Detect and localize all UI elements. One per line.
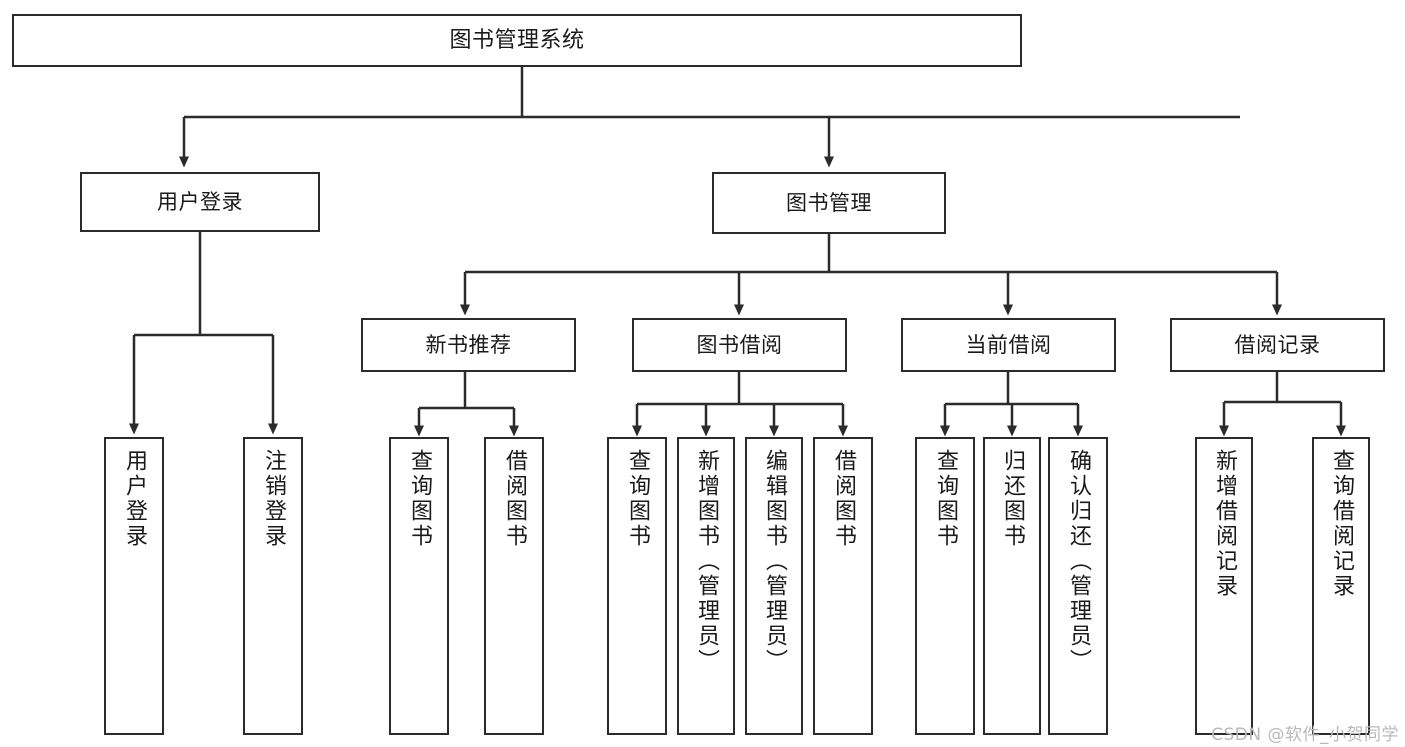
node-label: 编辑图书（管理员）: [761, 449, 787, 674]
leaf-borrow-book-lend[interactable]: 借阅图书: [813, 437, 873, 735]
leaf-borrow-record-query[interactable]: 查询借阅记录: [1312, 437, 1370, 735]
node-label: 查询图书: [406, 449, 432, 549]
node-label: 用户登录: [157, 189, 243, 214]
leaf-user-login-signin[interactable]: 用户登录: [104, 437, 164, 735]
node-label: 图书管理系统: [449, 27, 585, 53]
leaf-user-login-signout[interactable]: 注销登录: [243, 437, 303, 735]
node-book-management[interactable]: 图书管理: [712, 172, 946, 234]
node-label: 确认归还（管理员）: [1065, 449, 1091, 674]
node-label: 查询借阅记录: [1328, 449, 1354, 599]
node-label: 归还图书: [999, 449, 1025, 549]
node-borrow-record[interactable]: 借阅记录: [1170, 318, 1385, 372]
node-user-login[interactable]: 用户登录: [80, 172, 320, 232]
node-label: 当前借阅: [965, 332, 1052, 357]
node-label: 图书借阅: [696, 332, 783, 357]
node-label: 新书推荐: [425, 332, 512, 357]
leaf-borrow-book-query[interactable]: 查询图书: [607, 437, 667, 735]
leaf-current-borrow-return[interactable]: 归还图书: [983, 437, 1041, 735]
node-label: 查询图书: [624, 449, 650, 549]
node-label: 借阅图书: [501, 449, 527, 549]
leaf-current-borrow-confirm[interactable]: 确认归还（管理员）: [1048, 437, 1108, 735]
node-current-borrow[interactable]: 当前借阅: [901, 318, 1116, 372]
node-new-book-recommend[interactable]: 新书推荐: [361, 318, 576, 372]
leaf-current-borrow-query[interactable]: 查询图书: [915, 437, 975, 735]
node-label: 图书管理: [786, 190, 872, 215]
node-book-borrow[interactable]: 图书借阅: [632, 318, 847, 372]
node-label: 新增借阅记录: [1211, 449, 1237, 599]
leaf-new-book-query[interactable]: 查询图书: [389, 437, 449, 735]
node-label: 借阅记录: [1234, 332, 1321, 357]
node-label: 借阅图书: [830, 449, 856, 549]
leaf-borrow-book-edit[interactable]: 编辑图书（管理员）: [745, 437, 803, 735]
node-root-system[interactable]: 图书管理系统: [12, 14, 1022, 67]
leaf-borrow-record-add[interactable]: 新增借阅记录: [1195, 437, 1253, 735]
node-label: 新增图书（管理员）: [693, 449, 719, 674]
leaf-new-book-borrow[interactable]: 借阅图书: [484, 437, 544, 735]
leaf-borrow-book-add[interactable]: 新增图书（管理员）: [677, 437, 735, 735]
node-label: 用户登录: [121, 449, 147, 549]
node-label: 查询图书: [932, 449, 958, 549]
node-label: 注销登录: [260, 449, 286, 549]
